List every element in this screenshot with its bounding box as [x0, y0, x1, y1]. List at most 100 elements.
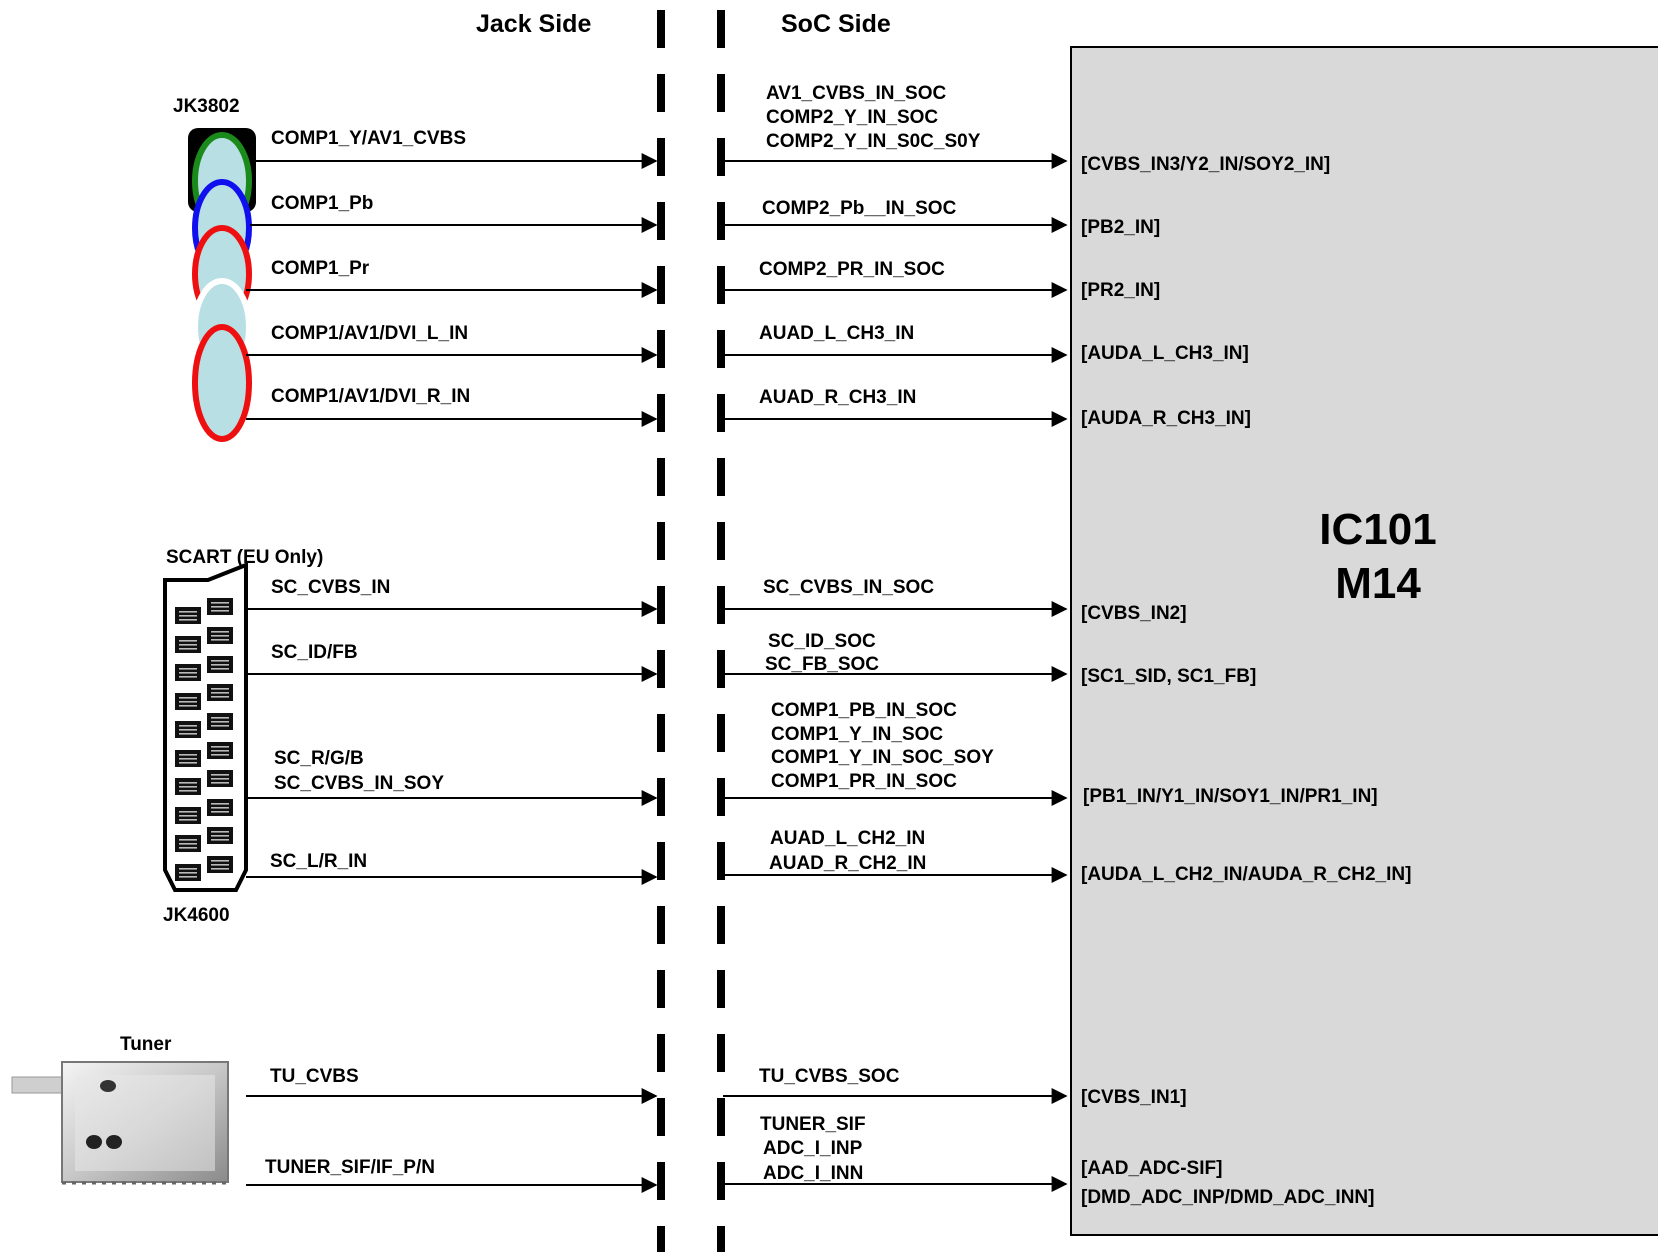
scart-pin-contact — [179, 843, 197, 845]
jack-signal-label: SC_R/G/B — [274, 748, 364, 769]
scart-pin-contact — [211, 725, 229, 727]
scart-pin-contact — [179, 640, 197, 642]
soc-signal-label: COMP1_PB_IN_SOC — [771, 700, 957, 721]
jack-signal-label: SC_CVBS_IN — [271, 577, 390, 598]
scart-pin-contact — [211, 868, 229, 870]
ic-pin-label: [PB1_IN/Y1_IN/SOY1_IN/PR1_IN] — [1083, 786, 1378, 807]
scart-pin-contact — [211, 750, 229, 752]
soc-signal-label: COMP2_Y_IN_SOC — [766, 107, 938, 128]
scart-pin-contact — [179, 790, 197, 792]
jack-signal-label: TU_CVBS — [270, 1066, 359, 1087]
ic-pin-label: [PB2_IN] — [1081, 217, 1160, 238]
jack-signal-label: SC_ID/FB — [271, 642, 358, 663]
scart-pin-contact — [211, 831, 229, 833]
jack-signal-label: COMP1_Y/AV1_CVBS — [271, 128, 466, 149]
scart-pin-contact — [179, 648, 197, 650]
ic-pin-label: [CVBS_IN1] — [1081, 1087, 1187, 1108]
scart-pin-contact — [179, 676, 197, 678]
scart-pin-contact — [211, 602, 229, 604]
scart-pin-contact — [179, 876, 197, 878]
scart-pin-contact — [179, 758, 197, 760]
ic-pin-label: [AAD_ADC-SIF] — [1081, 1158, 1222, 1179]
ic-pin-label: [PR2_IN] — [1081, 280, 1160, 301]
ic-reference: IC101 — [1319, 505, 1436, 554]
scart-pin-contact — [211, 721, 229, 723]
scart-pin-contact — [211, 668, 229, 670]
soc-signal-label: AUAD_L_CH2_IN — [770, 828, 925, 849]
scart-pin-contact — [211, 864, 229, 866]
scart-pin-contact — [179, 668, 197, 670]
ic-pin-label: [AUDA_L_CH2_IN/AUDA_R_CH2_IN] — [1081, 864, 1411, 885]
rca-jack-jk3802: JK3802 — [173, 96, 256, 439]
scart-pin-contact — [211, 664, 229, 666]
scart-pin-contact — [179, 611, 197, 613]
soc-signal-label: SC_FB_SOC — [765, 654, 879, 675]
jack-side-signals: COMP1_Y/AV1_CVBS COMP1_Pb COMP1_Pr COMP1… — [246, 128, 656, 1185]
ic-name: M14 — [1335, 559, 1421, 608]
rca-ring-red-audio — [195, 327, 249, 439]
jack-side-header: Jack Side — [476, 10, 591, 38]
soc-signal-label: ADC_I_INP — [763, 1138, 863, 1159]
soc-signal-label: SC_CVBS_IN_SOC — [763, 577, 934, 598]
soc-side-signals: AV1_CVBS_IN_SOC COMP2_Y_IN_SOC COMP2_Y_I… — [723, 83, 1066, 1184]
scart-pin-contact — [211, 639, 229, 641]
scart-pin-contact — [211, 807, 229, 809]
scart-pin-contact — [211, 610, 229, 612]
scart-pin-contact — [179, 872, 197, 874]
soc-signal-label: COMP2_PR_IN_SOC — [759, 259, 945, 280]
scart-pin-contact — [211, 839, 229, 841]
scart-pin-contact — [211, 811, 229, 813]
scart-pin-contact — [211, 635, 229, 637]
soc-signal-label: AUAD_R_CH2_IN — [769, 853, 926, 874]
soc-signal-label: TUNER_SIF — [760, 1114, 866, 1135]
scart-pin-contact — [179, 819, 197, 821]
scart-pin-contact — [179, 701, 197, 703]
soc-signal-label: COMP1_Y_IN_SOC_SOY — [771, 747, 994, 768]
scart-pin-contact — [179, 762, 197, 764]
scart-pin-contact — [211, 692, 229, 694]
soc-signal-label: COMP2_Pb__IN_SOC — [762, 198, 957, 219]
scart-pin-contact — [211, 660, 229, 662]
scart-pin-contact — [211, 746, 229, 748]
scart-pin-contact — [179, 839, 197, 841]
soc-signal-label: SC_ID_SOC — [768, 631, 876, 652]
ic-pin-label: [DMD_ADC_INP/DMD_ADC_INN] — [1081, 1187, 1374, 1208]
ic-pin-label: [CVBS_IN3/Y2_IN/SOY2_IN] — [1081, 154, 1330, 175]
scart-pin-contact — [179, 754, 197, 756]
scart-pin-contact — [211, 778, 229, 780]
scart-pin-contact — [179, 697, 197, 699]
soc-signal-label: AV1_CVBS_IN_SOC — [766, 83, 946, 104]
scart-pin-contact — [179, 815, 197, 817]
scart-pin-contact — [211, 688, 229, 690]
jk3802-label: JK3802 — [173, 96, 240, 117]
ic-pin-label: [AUDA_R_CH3_IN] — [1081, 408, 1251, 429]
ic-pin-label: [AUDA_L_CH3_IN] — [1081, 343, 1249, 364]
jk4600-label: JK4600 — [163, 905, 230, 926]
scart-pin-contact — [179, 811, 197, 813]
soc-signal-label: COMP1_PR_IN_SOC — [771, 771, 957, 792]
scart-pin-contact — [179, 672, 197, 674]
scart-pin-contact — [211, 754, 229, 756]
jack-signal-label: COMP1_Pr — [271, 258, 370, 279]
scart-pin-contact — [211, 717, 229, 719]
scart-pin-contact — [179, 729, 197, 731]
scart-pin-contact — [211, 606, 229, 608]
soc-signal-label: COMP1_Y_IN_SOC — [771, 724, 943, 745]
soc-signal-label: AUAD_R_CH3_IN — [759, 387, 916, 408]
tuner-label: Tuner — [120, 1034, 172, 1055]
tuner-module: Tuner — [12, 1034, 228, 1183]
scart-pin-contact — [179, 786, 197, 788]
soc-signal-label: TU_CVBS_SOC — [759, 1066, 900, 1087]
scart-pin-contact — [179, 725, 197, 727]
soc-signal-label: AUAD_L_CH3_IN — [759, 323, 914, 344]
soc-signal-label: ADC_I_INN — [763, 1163, 863, 1184]
scart-pin-contact — [211, 774, 229, 776]
scart-pin-contact — [179, 733, 197, 735]
scart-pin-contact — [211, 696, 229, 698]
scart-pin-contact — [211, 782, 229, 784]
jack-signal-label: TUNER_SIF/IF_P/N — [265, 1157, 435, 1178]
scart-pin-contact — [211, 631, 229, 633]
scart-pin-contact — [211, 860, 229, 862]
scart-pin-contact — [179, 847, 197, 849]
